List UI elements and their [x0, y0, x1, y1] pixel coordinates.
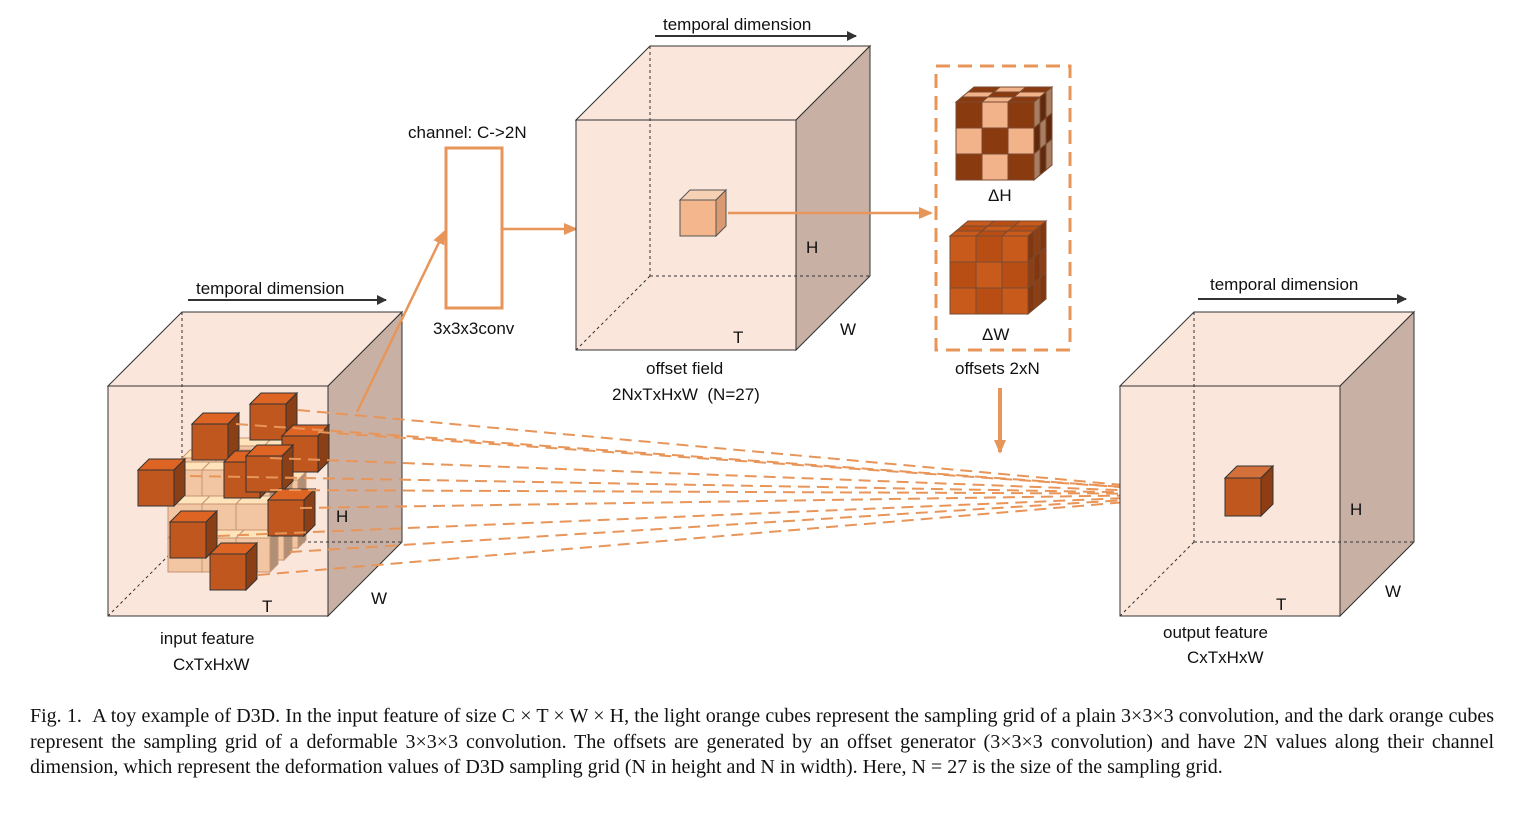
- rubik-front: [955, 127, 983, 155]
- dark-cube: [168, 509, 219, 560]
- dark-cube-front: [169, 521, 207, 559]
- output-dims-label: CxTxHxW: [1187, 648, 1263, 667]
- rubik-front: [975, 287, 1003, 315]
- rubik-front: [975, 261, 1003, 289]
- input-axis-w: W: [371, 589, 387, 608]
- dark-cube-front: [191, 423, 229, 461]
- deformable-sampling-cubes: [136, 391, 331, 592]
- rubik-front: [955, 153, 983, 181]
- figure-caption: Fig. 1. A toy example of D3D. In the inp…: [30, 704, 1494, 781]
- input-dims-label: CxTxHxW: [173, 655, 249, 674]
- rubik-side: [1045, 137, 1053, 172]
- channel-label: channel: C->2N: [408, 123, 527, 142]
- dark-cube: [208, 541, 259, 592]
- rubik-front: [975, 235, 1003, 263]
- dark-cube-front: [267, 499, 305, 537]
- dark-cube: [136, 457, 187, 508]
- dark-cube-front: [137, 469, 175, 507]
- output-feature-box: [1118, 310, 1416, 618]
- delta-w-label: ΔW: [982, 325, 1009, 344]
- dark-cube-front: [209, 553, 247, 591]
- rubik-front: [1001, 287, 1029, 315]
- rubik-side: [1033, 147, 1041, 182]
- rubik-front: [981, 153, 1009, 181]
- temporal-label-center: temporal dimension: [663, 15, 811, 34]
- offset-axis-h: H: [806, 238, 818, 257]
- rubik-front: [1007, 153, 1035, 181]
- temporal-label-right: temporal dimension: [1210, 275, 1358, 294]
- caption-prefix: Fig. 1.: [30, 705, 82, 727]
- dark-cube: [190, 411, 241, 462]
- offset-field-box: [574, 44, 872, 352]
- dark-cube-front: [249, 403, 287, 441]
- dark-cube: [244, 443, 295, 494]
- offset-field-label: offset field: [646, 359, 723, 378]
- rubik-side: [1039, 271, 1047, 306]
- rubik-front: [1007, 127, 1035, 155]
- rubik-front: [1007, 101, 1035, 129]
- offset-axis-t: T: [733, 328, 743, 347]
- delta-h-label: ΔH: [988, 186, 1012, 205]
- rubik-side: [1033, 276, 1041, 311]
- offset-field-cube: [678, 188, 728, 238]
- rubik-front: [1001, 261, 1029, 289]
- rubik-front: [1001, 235, 1029, 263]
- caption-text: A toy example of D3D. In the input featu…: [30, 705, 1495, 778]
- output-axis-h: H: [1350, 500, 1362, 519]
- input-axis-t: T: [262, 597, 272, 616]
- rubik-front: [981, 127, 1009, 155]
- rubik-front: [981, 101, 1009, 129]
- offset-field-dims-label: 2NxTxHxW (N=27): [612, 385, 760, 404]
- dark-cube: [248, 391, 299, 442]
- delta-h-cube: [954, 85, 1054, 182]
- dark-cube-front: [245, 455, 283, 493]
- rubik-front: [949, 287, 977, 315]
- conv-block: [444, 146, 504, 310]
- dark-cube: [266, 487, 317, 538]
- output-axis-w: W: [1385, 582, 1401, 601]
- output-cube: [1223, 464, 1275, 518]
- input-feature-label: input feature: [160, 629, 255, 648]
- offsets-box: [934, 64, 1072, 352]
- offset-axis-w: W: [840, 320, 856, 339]
- d3d-diagram: temporal dimension temporal dimension te…: [106, 15, 1416, 674]
- rubik-front: [955, 101, 983, 129]
- offsets-label: offsets 2xN: [955, 359, 1040, 378]
- rubik-front: [949, 235, 977, 263]
- output-feature-label: output feature: [1163, 623, 1268, 642]
- temporal-label-left: temporal dimension: [196, 279, 344, 298]
- input-axis-h: H: [336, 507, 348, 526]
- sampling-dashed-lines: [189, 409, 1223, 576]
- output-axis-t: T: [1276, 595, 1286, 614]
- rubik-side: [1039, 142, 1047, 177]
- conv-label: 3x3x3conv: [433, 319, 515, 338]
- rubik-side: [1027, 281, 1035, 316]
- arrow-input-to-conv: [355, 230, 446, 413]
- rubik-front: [949, 261, 977, 289]
- delta-w-cube: [948, 219, 1048, 316]
